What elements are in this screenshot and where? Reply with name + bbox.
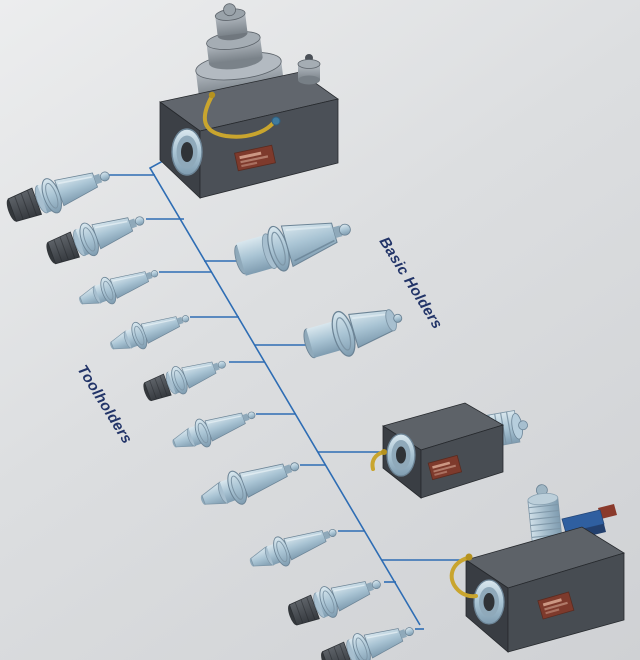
spindle-flange (473, 579, 505, 625)
name-plate (537, 591, 575, 620)
toolholder-6 (167, 399, 261, 459)
toolholder-7 (194, 448, 306, 518)
spindle-flange (171, 128, 203, 176)
angle-head-unit (159, 3, 339, 199)
toolholder-5 (139, 349, 231, 407)
coolant-pipe (449, 553, 478, 599)
toolholder-3 (74, 258, 163, 315)
coolant-pipe (202, 91, 281, 139)
spindle-flange (386, 433, 416, 477)
toolholder-9 (283, 567, 387, 633)
bt-basic-holder (234, 222, 351, 276)
toolholder-1 (1, 157, 117, 230)
toolholder-column (1, 157, 420, 660)
name-plate (427, 454, 463, 481)
driven-tool-unit (370, 402, 528, 499)
toolholder-4 (105, 303, 194, 360)
side-cylinder (297, 54, 321, 85)
toolholder-10 (316, 614, 420, 660)
name-plate (234, 144, 276, 172)
coolant-fitting (370, 449, 387, 471)
toolholder-2 (41, 202, 151, 272)
right-angle-unit (449, 484, 625, 653)
toolholder-8 (244, 516, 342, 578)
hsk-basic-holder (303, 309, 403, 359)
